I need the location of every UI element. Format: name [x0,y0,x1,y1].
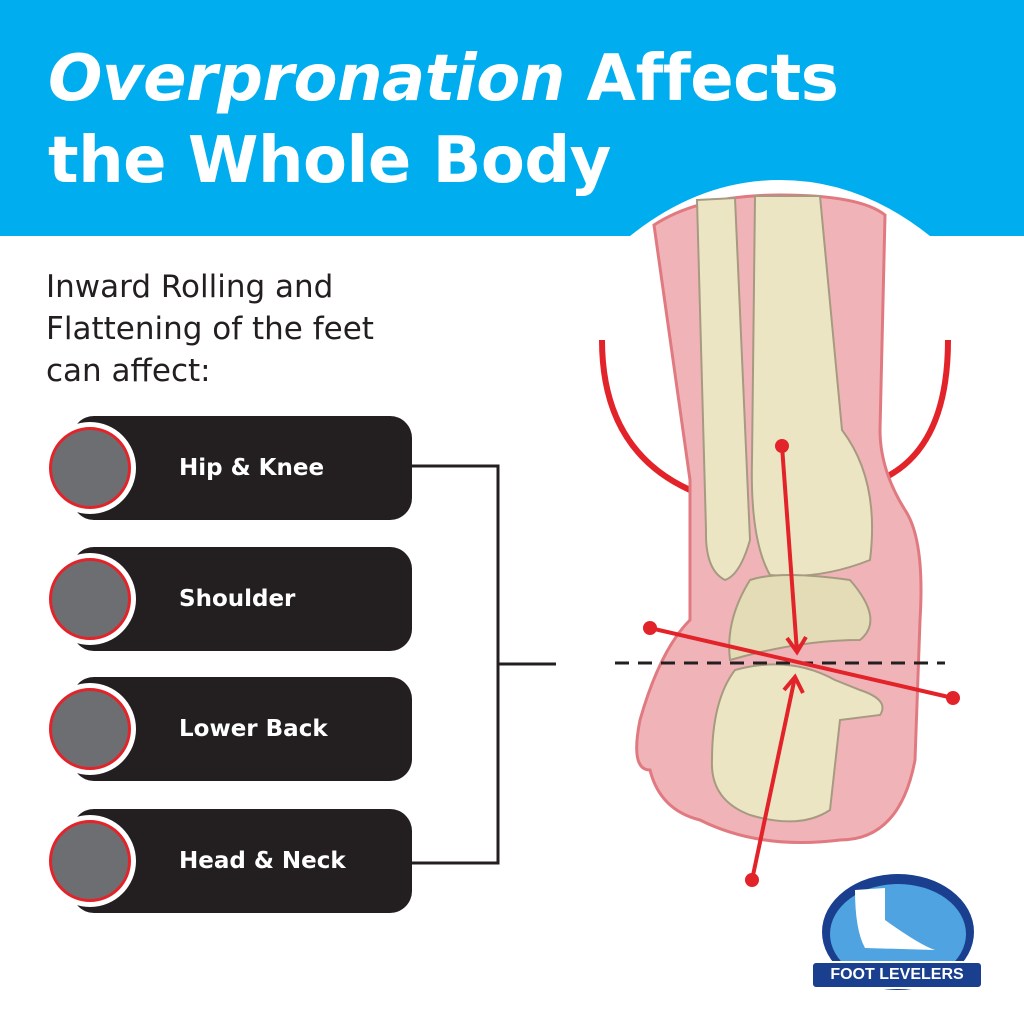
foot-levelers-logo [811,874,983,990]
subtitle: Inward Rolling and Flattening of the fee… [46,266,374,392]
page-title: Overpronation Affects the Whole Body [48,38,839,202]
subtitle-line3: can affect: [46,353,211,389]
title-italic: Overpronation [48,42,565,116]
item-label: Shoulder [179,586,296,612]
item-label: Lower Back [179,716,328,742]
tilt-line [649,626,954,700]
connector-bracket [412,464,500,865]
shoulder-pain-icon [44,553,136,645]
arc-left [599,339,692,493]
title-line2: the Whole Body [48,124,611,198]
up-force-arrow [750,676,797,881]
down-force-arrow [780,445,799,653]
subtitle-line1: Inward Rolling and [46,269,334,305]
knee-pain-icon [44,422,136,514]
item-label: Head & Neck [179,848,346,874]
title-line1-rest: Affects [564,42,839,116]
logo-text: FOOT LEVELERS [830,966,964,983]
subtitle-line2: Flattening of the feet [46,311,374,347]
arc-right [878,339,951,483]
lower-back-pain-icon [44,683,136,775]
item-label: Hip & Knee [179,455,325,481]
head-neck-pain-icon [44,815,136,907]
header-banner: Overpronation Affects the Whole Body [0,0,1024,236]
